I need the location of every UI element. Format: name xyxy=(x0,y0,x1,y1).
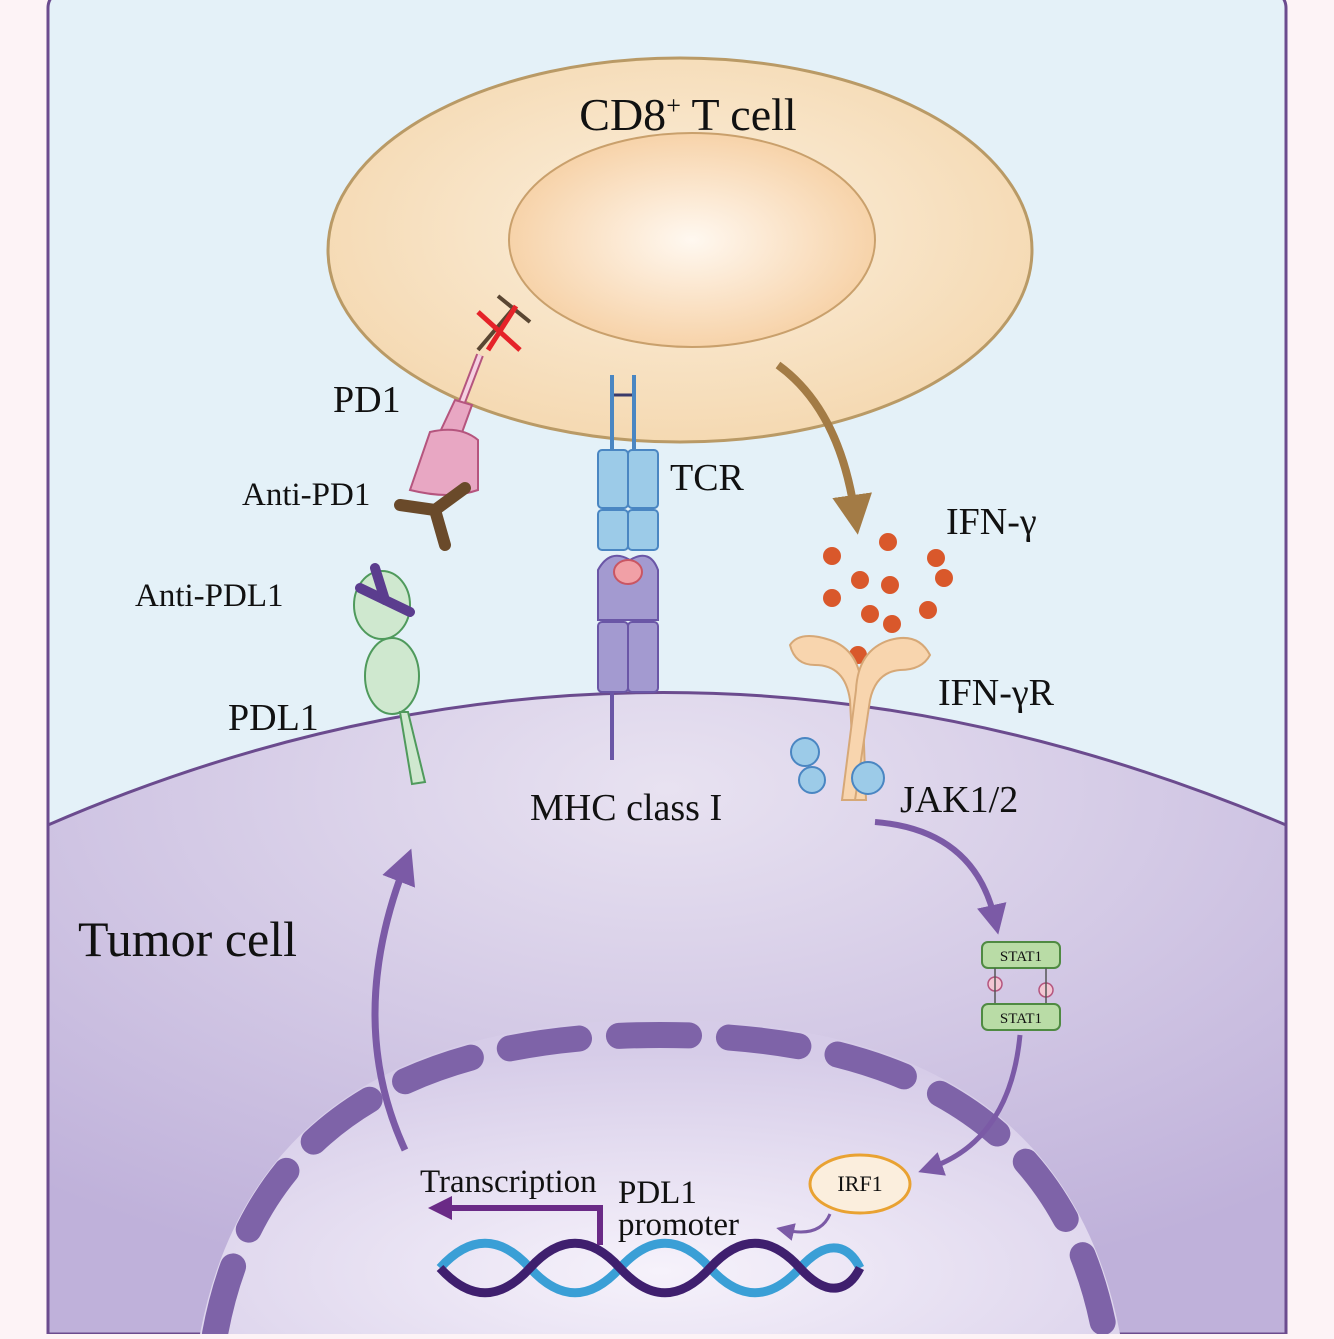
tumor-cell-title: Tumor cell xyxy=(78,911,297,967)
jak-label: JAK1/2 xyxy=(900,779,1018,821)
dna-helix xyxy=(436,1238,865,1298)
ifn-gamma-molecules xyxy=(823,533,953,664)
t-cell-title: CD8+ T cell xyxy=(579,89,796,140)
jak-kinases xyxy=(790,737,885,795)
blocked-x-icon xyxy=(476,304,522,352)
ifn-gamma-r-label: IFN-γR xyxy=(938,672,1055,714)
anti-pdl1-antibody xyxy=(355,563,415,617)
stat1-dimer: STAT1 STAT1 xyxy=(981,941,1061,1031)
tcr-label: TCR xyxy=(670,457,745,499)
pdl1-upregulation-arrow xyxy=(371,848,416,1152)
ifn-gamma-receptor xyxy=(788,635,932,801)
stat1-to-irf1-arrow xyxy=(918,1034,1023,1176)
stat1-top-box xyxy=(981,941,1061,969)
tumor-nucleus xyxy=(200,1020,1120,1334)
nuclear-envelope xyxy=(202,1021,1118,1339)
jak-to-stat1-arrow xyxy=(874,819,1007,935)
pd1-label: PD1 xyxy=(333,379,401,421)
ifn-secretion-arrow xyxy=(775,361,872,535)
tcr-receptor xyxy=(597,375,659,551)
stat1-bottom-label: STAT1 xyxy=(1000,1011,1042,1027)
transcription-arrow xyxy=(428,1196,603,1245)
irf1-label: IRF1 xyxy=(837,1171,882,1196)
promoter-label-line1: PDL1 xyxy=(618,1175,697,1211)
anti-pdl1-label: Anti-PDL1 xyxy=(135,578,284,614)
stat1-bottom-box xyxy=(981,1003,1061,1031)
pd1-receptor xyxy=(408,353,484,496)
mhc-label: MHC class I xyxy=(530,787,722,829)
pdl1-ligand xyxy=(353,570,427,786)
anti-pd1-antibody xyxy=(394,482,471,551)
irf1-to-promoter-arrow xyxy=(776,1213,832,1241)
anti-pd1-label: Anti-PD1 xyxy=(242,477,370,513)
t-cell-nucleus xyxy=(508,132,876,348)
irf1-node: IRF1 xyxy=(808,1153,912,1215)
mhc-class-i xyxy=(597,554,659,760)
stat1-top-label: STAT1 xyxy=(1000,949,1042,965)
promoter-label-line2: promoter xyxy=(618,1207,739,1243)
pdl1-label: PDL1 xyxy=(228,697,319,739)
ifn-gamma-label: IFN-γ xyxy=(946,501,1037,543)
transcription-label: Transcription xyxy=(420,1164,597,1200)
